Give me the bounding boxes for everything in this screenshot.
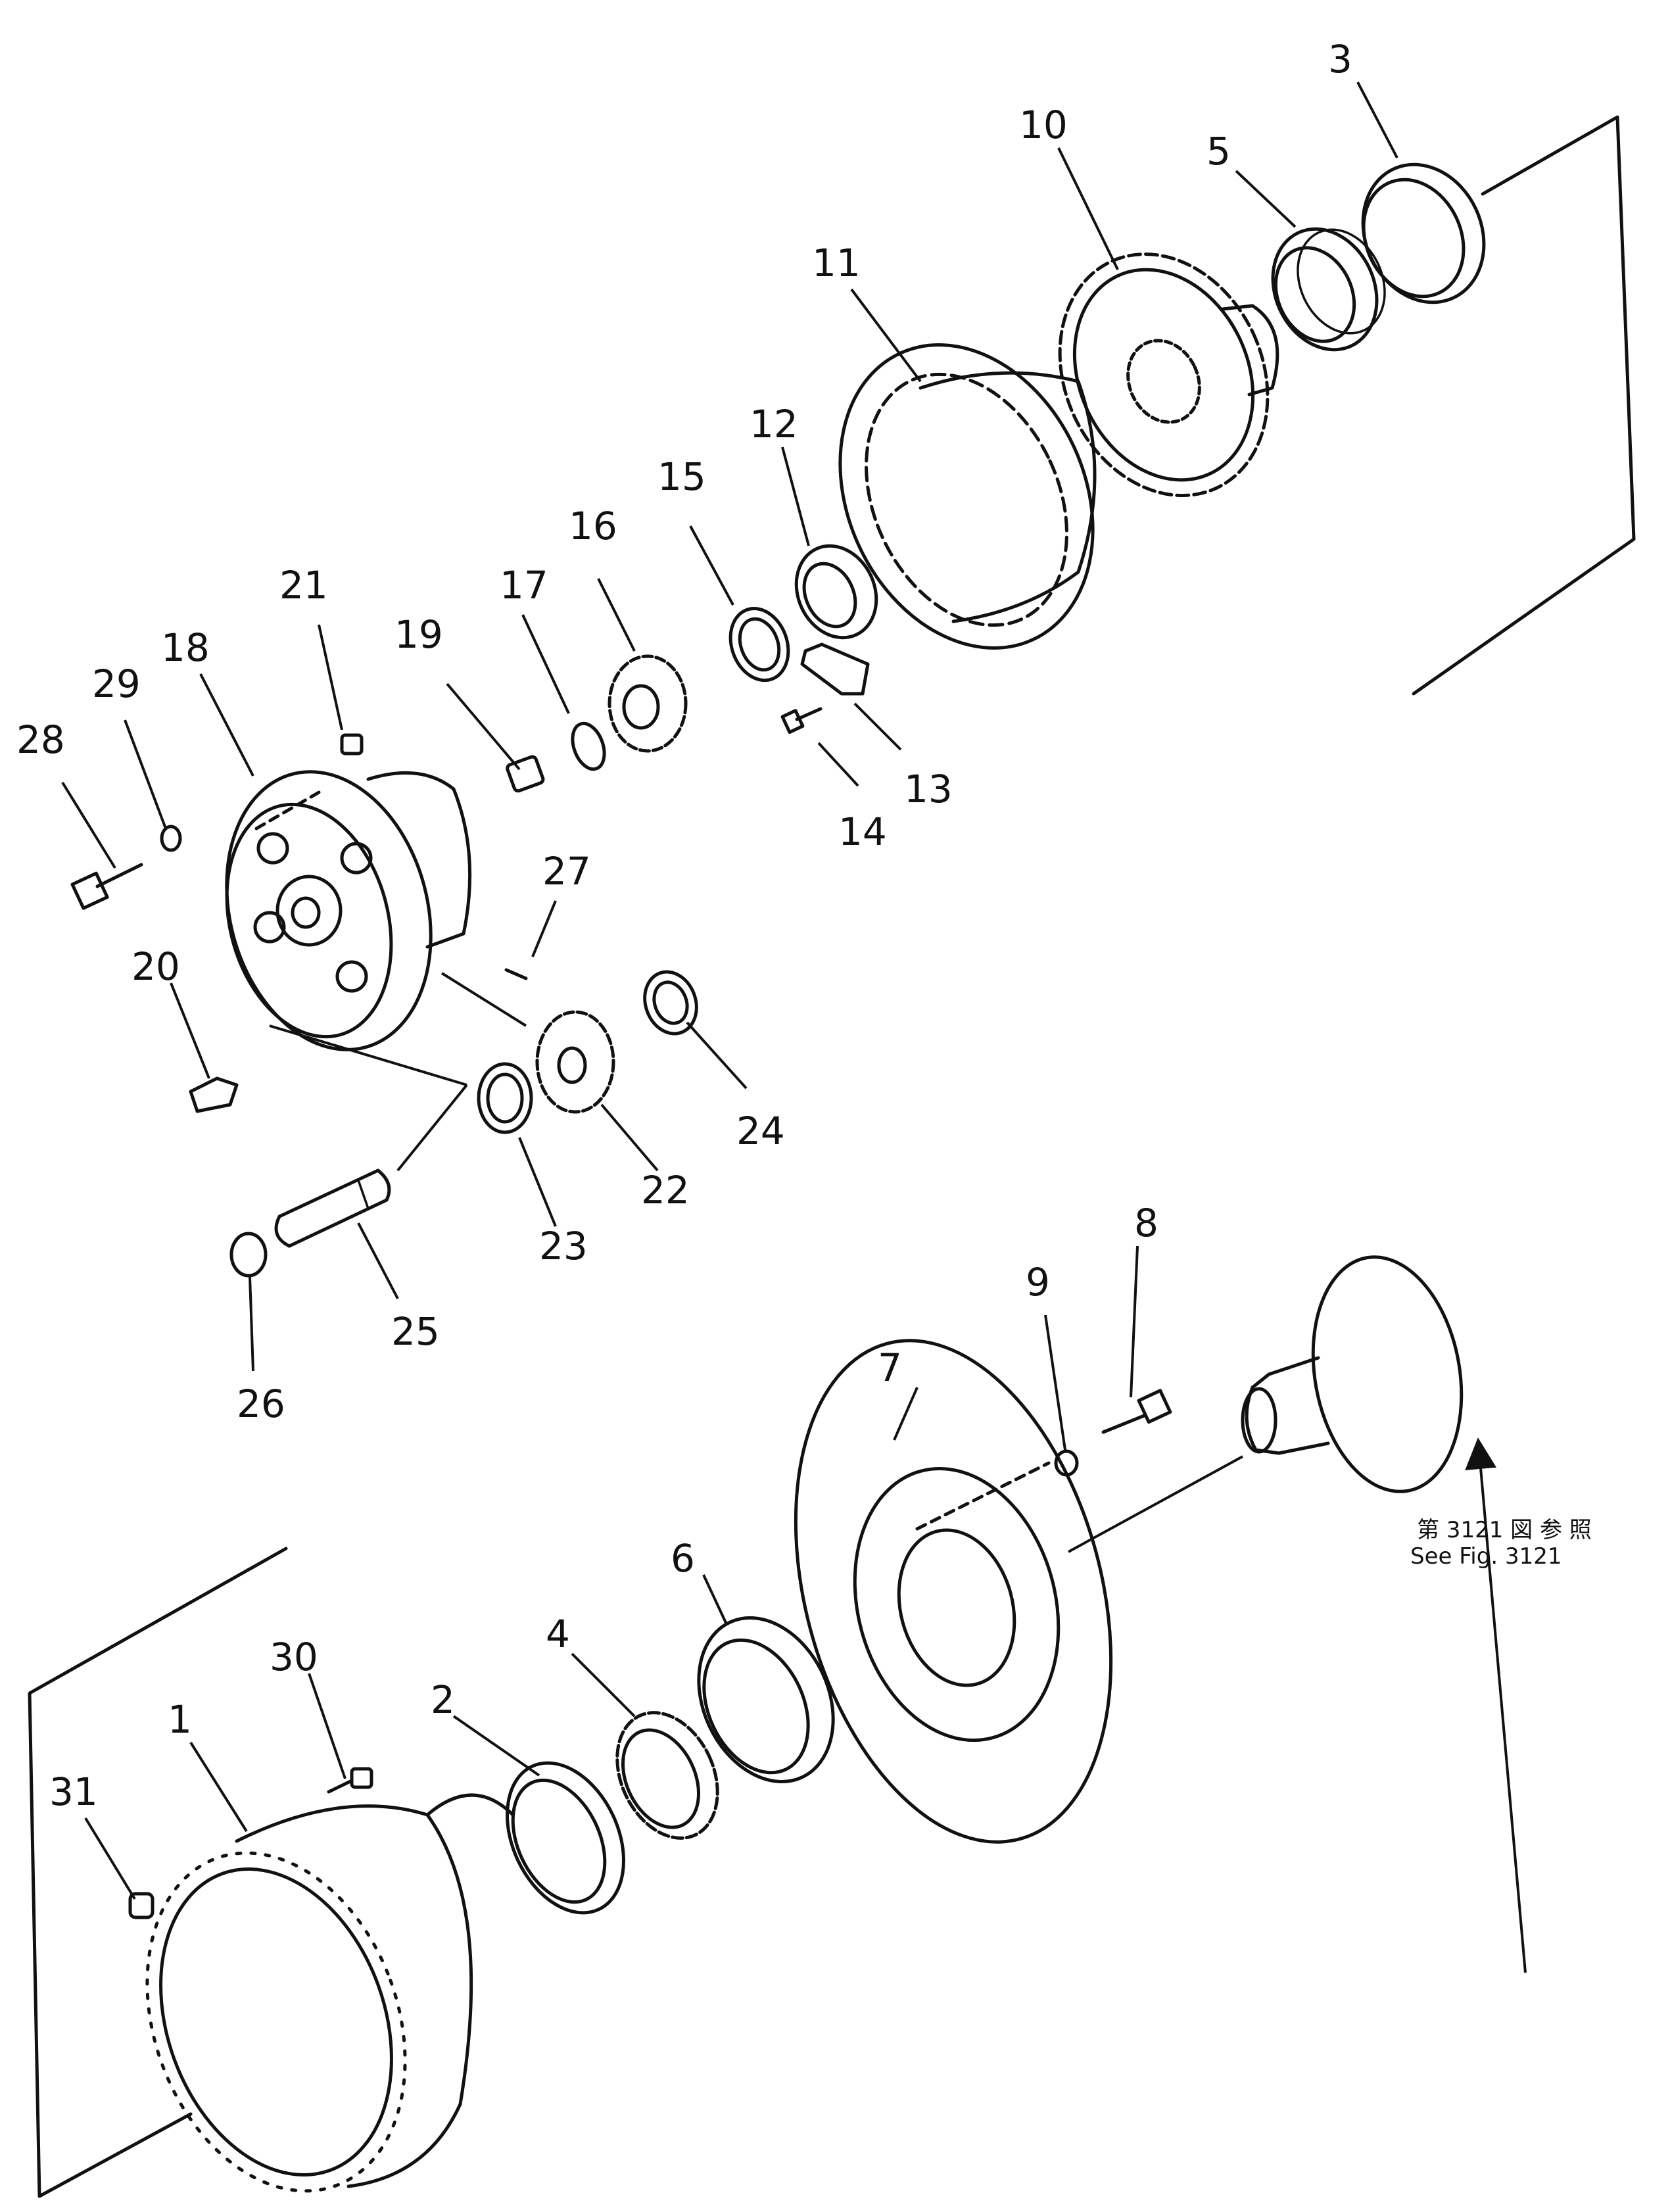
part-13-lock-plate xyxy=(800,642,870,696)
callout-13: 13 xyxy=(904,767,953,811)
axis-line-spindle xyxy=(1068,1455,1243,1553)
callout-14: 14 xyxy=(838,809,887,854)
part-2-bearing-race xyxy=(506,1761,625,1915)
part-9-washer xyxy=(1054,1449,1079,1477)
callout-26: 26 xyxy=(237,1382,285,1426)
callout-30: 30 xyxy=(270,1635,318,1679)
axis-line-pin-lower xyxy=(396,1084,468,1172)
callout-12: 12 xyxy=(750,402,798,446)
part-31-nut xyxy=(128,1892,155,1919)
callout-3: 3 xyxy=(1328,37,1352,82)
callout-19: 19 xyxy=(394,612,443,657)
upper-section-bracket xyxy=(1412,115,1636,696)
callout-24: 24 xyxy=(736,1109,785,1153)
part-20-plug xyxy=(189,1076,239,1113)
part-22-planet-gear xyxy=(535,1010,615,1114)
part-27-pin xyxy=(504,968,528,980)
part-10-gear xyxy=(1058,252,1279,497)
lower-section-bracket xyxy=(28,1547,288,2198)
callout-6: 6 xyxy=(671,1536,695,1581)
part-3-bearing-race xyxy=(1361,162,1486,304)
callout-1: 1 xyxy=(168,1697,192,1742)
callout-7: 7 xyxy=(878,1345,902,1390)
part-5-roller-bearing xyxy=(1271,227,1386,352)
callout-21: 21 xyxy=(279,563,328,608)
part-8-bolt xyxy=(1101,1389,1172,1434)
callout-2: 2 xyxy=(431,1677,455,1722)
callout-29: 29 xyxy=(92,661,141,706)
part-7-disc xyxy=(794,1339,1113,1844)
part-1-hub xyxy=(145,1793,515,2193)
callout-8: 8 xyxy=(1134,1201,1158,1245)
spindle-reference-part xyxy=(1241,1255,1464,1493)
part-15-thrust-washer xyxy=(728,606,790,683)
part-26-o-ring xyxy=(229,1232,268,1278)
part-21-plug xyxy=(340,733,364,756)
callout-17: 17 xyxy=(500,563,548,608)
callout-18: 18 xyxy=(161,625,210,670)
callout-23: 23 xyxy=(539,1224,588,1268)
part-4-roller-bearing xyxy=(615,1711,719,1840)
part-14-bolt xyxy=(780,707,823,734)
callout-27: 27 xyxy=(542,849,591,894)
reference-note-en: See Fig. 3121 xyxy=(1410,1543,1562,1570)
part-18-carrier xyxy=(225,770,472,1051)
callout-16: 16 xyxy=(569,504,617,548)
callout-22: 22 xyxy=(641,1168,690,1213)
part-28-bolt xyxy=(70,863,143,910)
reference-note-jp: 第 3121 図 参 照 xyxy=(1417,1517,1592,1543)
callout-4: 4 xyxy=(546,1612,570,1656)
part-24-washer xyxy=(643,970,698,1036)
callout-20: 20 xyxy=(131,944,180,989)
leader-lines xyxy=(61,82,1527,1973)
part-19-plug xyxy=(506,755,545,793)
callout-10: 10 xyxy=(1019,103,1068,147)
part-29-washer xyxy=(160,825,182,852)
part-16-planet-gear xyxy=(608,654,688,753)
callout-28: 28 xyxy=(16,717,65,762)
axis-line-upper xyxy=(441,972,527,1027)
part-6-bearing-race xyxy=(697,1616,835,1783)
part-25-pin xyxy=(274,1168,391,1248)
callout-25: 25 xyxy=(391,1309,440,1354)
part-30-bolt xyxy=(327,1767,373,1794)
callout-11: 11 xyxy=(812,241,861,285)
callout-9: 9 xyxy=(1026,1260,1050,1305)
part-12-bearing xyxy=(794,544,878,640)
part-23-washer xyxy=(477,1062,533,1134)
part-17-snap-ring xyxy=(571,721,606,771)
part-11-ring-gear xyxy=(838,343,1097,650)
callout-15: 15 xyxy=(657,454,706,499)
callout-5: 5 xyxy=(1206,129,1231,174)
callout-31: 31 xyxy=(49,1769,98,1814)
